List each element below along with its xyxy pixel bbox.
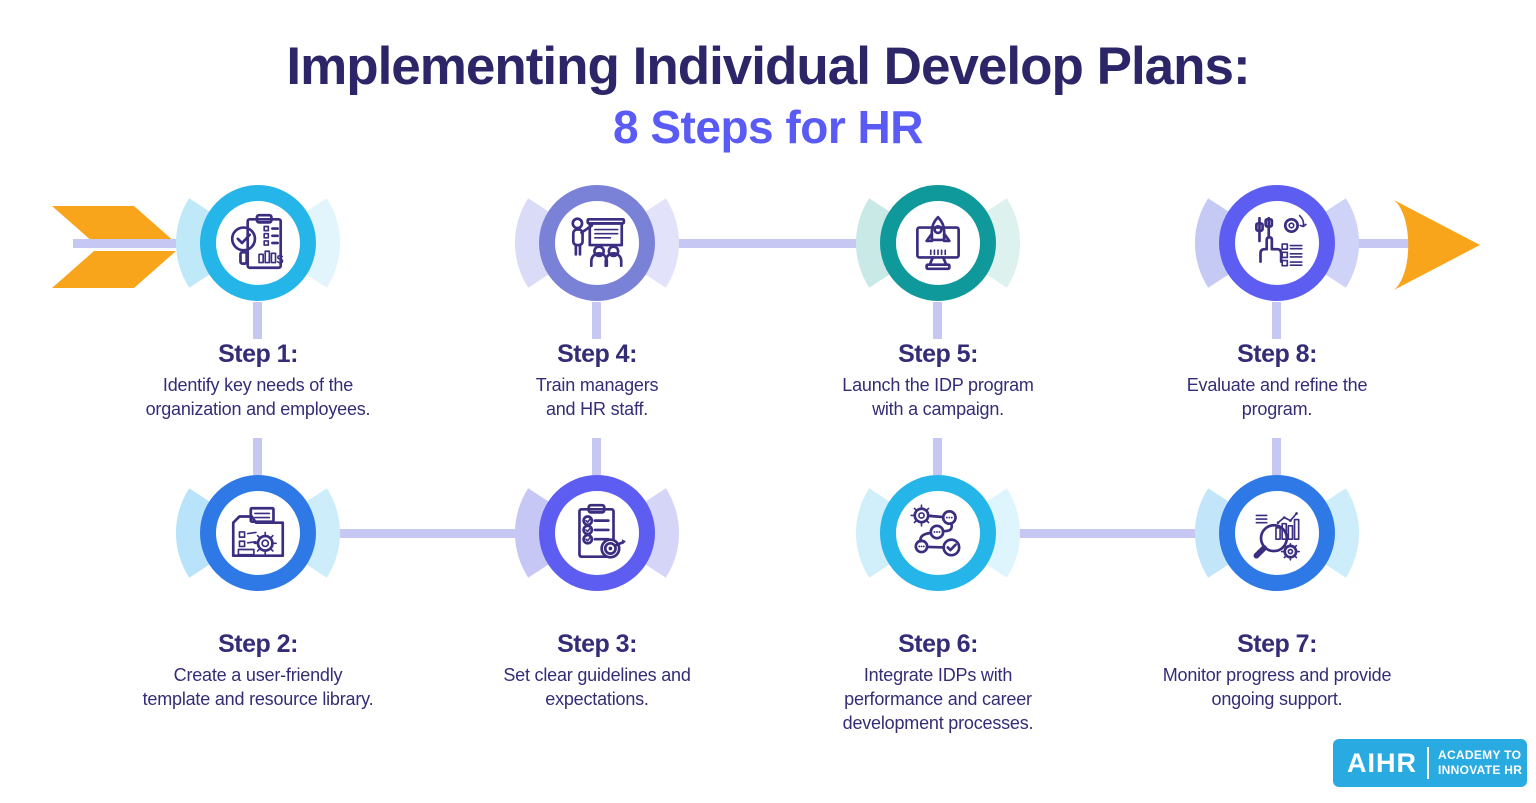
connector-step5-down xyxy=(933,302,942,339)
connector-start-step1 xyxy=(73,239,203,248)
step-4-wings xyxy=(514,198,680,288)
step-1-text: Step 1: Identify key needs of the organi… xyxy=(98,340,418,421)
folder-templates-icon xyxy=(231,506,285,558)
step-1-heading: Step 1: xyxy=(218,340,298,368)
step-1-node: $ xyxy=(173,158,343,328)
step-8-heading: Step 8: xyxy=(1237,340,1317,368)
step-5-wings xyxy=(855,198,1021,288)
step-5-node xyxy=(853,158,1023,328)
connector-step2-up xyxy=(253,438,262,475)
connector-step7-up xyxy=(1272,438,1281,475)
step-6-heading: Step 6: xyxy=(898,630,978,658)
connector-step1-down xyxy=(253,302,262,339)
step-6-node xyxy=(853,448,1023,618)
page-subtitle: 8 Steps for HR xyxy=(613,101,923,153)
step-7-node xyxy=(1192,448,1362,618)
step-4-description: Train managers and HR staff. xyxy=(535,375,659,419)
training-presentation-icon xyxy=(571,217,626,268)
connector-step4-down xyxy=(592,302,601,339)
svg-text:$: $ xyxy=(277,253,284,267)
connector-step3-up xyxy=(592,438,601,475)
aihr-logo-brand: AIHR xyxy=(1347,747,1417,778)
step-7-description: Monitor progress and provide ongoing sup… xyxy=(1162,665,1392,709)
step-4-text: Step 4: Train managers and HR staff. xyxy=(437,340,757,421)
step-2-text: Step 2: Create a user-friendly template … xyxy=(98,630,418,711)
aihr-logo-divider xyxy=(1427,747,1429,779)
step-2-node xyxy=(173,448,343,618)
flow-end-arrow-icon xyxy=(1394,200,1480,290)
page-title: Implementing Individual Develop Plans: xyxy=(286,37,1250,96)
clipboard-analysis-icon: $ xyxy=(230,213,284,270)
step-2-wings xyxy=(175,488,341,578)
step-6-wings xyxy=(855,488,1021,578)
connector-step8-end xyxy=(1340,239,1430,248)
connector-step4-step5 xyxy=(655,239,883,248)
connector-step6-up xyxy=(933,438,942,475)
step-2-description: Create a user-friendly template and reso… xyxy=(142,665,374,709)
step-7-wings xyxy=(1194,488,1360,578)
step-2-heading: Step 2: xyxy=(218,630,298,658)
step-8-description: Evaluate and refine the program. xyxy=(1186,375,1368,419)
aihr-logo: AIHR ACADEMY TO INNOVATE HR xyxy=(1333,739,1527,787)
step-4-heading: Step 4: xyxy=(557,340,637,368)
connector-step6-step7 xyxy=(1010,529,1215,538)
step-5-heading: Step 5: xyxy=(898,340,978,368)
step-8-text: Step 8: Evaluate and refine the program. xyxy=(1117,340,1437,421)
step-3-node xyxy=(512,448,682,618)
step-3-text: Step 3: Set clear guidelines and expecta… xyxy=(437,630,757,711)
step-5-text: Step 5: Launch the IDP program with a ca… xyxy=(778,340,1098,421)
connector-step2-step3 xyxy=(330,529,535,538)
step-6-text: Step 6: Integrate IDPs with performance … xyxy=(778,630,1098,735)
checklist-target-icon xyxy=(578,503,626,559)
progress-analysis-icon xyxy=(1253,512,1300,561)
step-1-wings xyxy=(175,198,341,288)
step-1-description: Identify key needs of the organization a… xyxy=(145,375,371,419)
rocket-launch-monitor-icon xyxy=(916,215,960,271)
step-3-wings xyxy=(514,488,680,578)
step-3-description: Set clear guidelines and expectations. xyxy=(503,665,691,709)
step-5-description: Launch the IDP program with a campaign. xyxy=(842,375,1034,419)
step-4-node xyxy=(512,158,682,328)
step-7-heading: Step 7: xyxy=(1237,630,1317,658)
step-8-wings xyxy=(1194,198,1360,288)
step-8-node xyxy=(1192,158,1362,328)
step-6-description: Integrate IDPs with performance and care… xyxy=(842,665,1034,733)
step-3-heading: Step 3: xyxy=(557,630,637,658)
refine-settings-icon xyxy=(1255,214,1307,267)
connector-step8-down xyxy=(1272,302,1281,339)
process-integration-icon xyxy=(910,504,961,557)
step-7-text: Step 7: Monitor progress and provide ong… xyxy=(1117,630,1437,711)
aihr-logo-tagline: ACADEMY TO INNOVATE HR xyxy=(1438,748,1523,777)
flow-start-arrow-icon xyxy=(52,206,176,288)
